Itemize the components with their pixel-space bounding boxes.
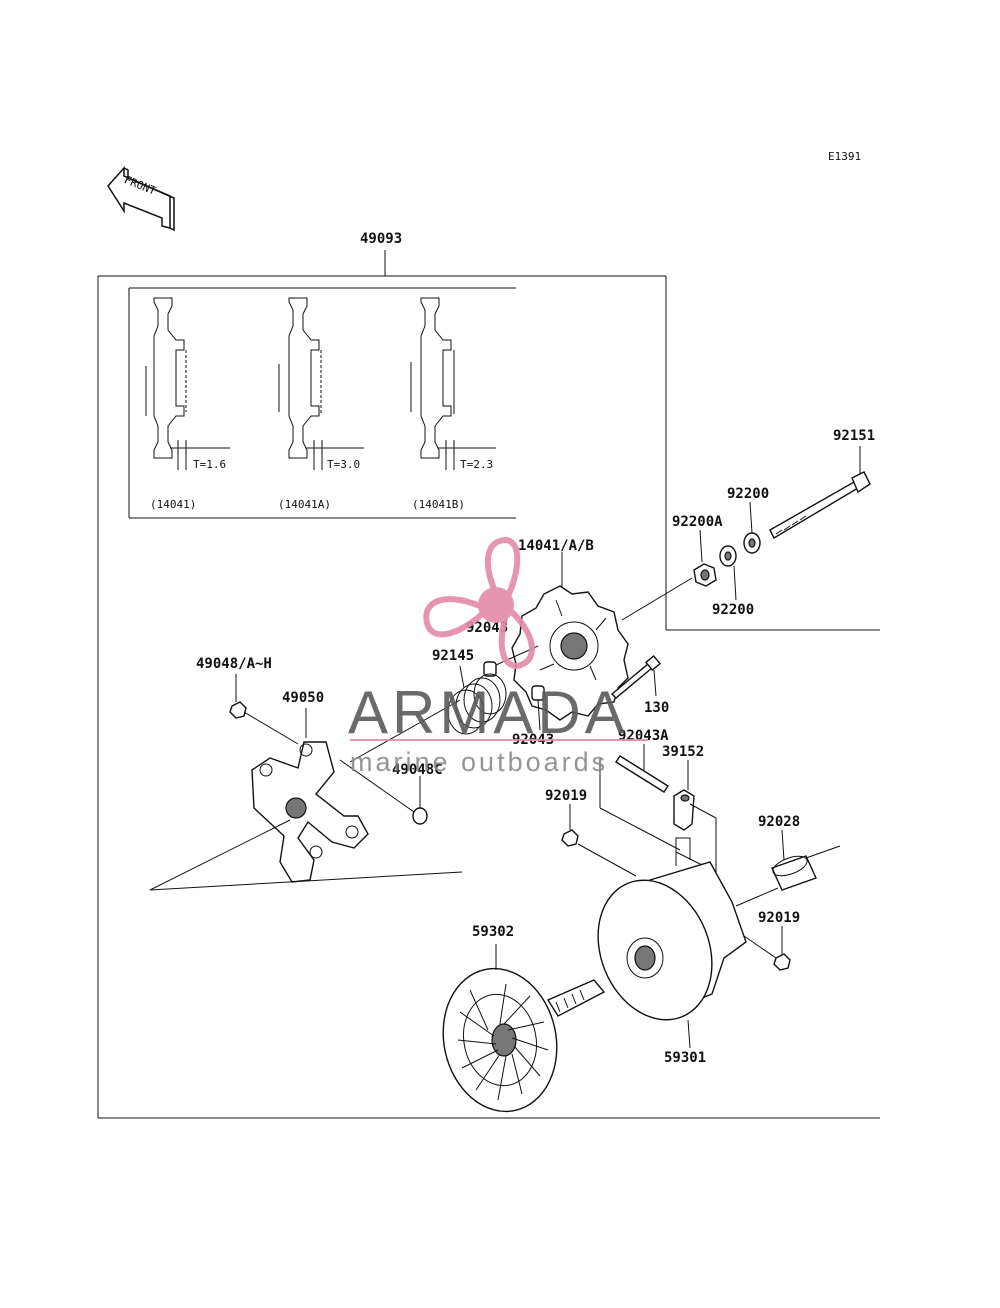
part-label: 92151	[833, 428, 875, 444]
front-arrow-icon: FRONT	[107, 166, 175, 232]
part-label: 92019	[758, 910, 800, 926]
nut-92019	[773, 953, 791, 971]
part-label: 59302	[472, 924, 514, 940]
bolt-92151	[769, 446, 871, 539]
shim-part-number: (14041)	[150, 498, 196, 511]
weight-49048C	[412, 807, 428, 825]
assembly-frame	[97, 275, 880, 1119]
shim-thickness: T=1.6	[193, 458, 226, 471]
part-label: 92200	[727, 486, 769, 502]
bolt-130	[610, 654, 662, 699]
part-label: 130	[644, 700, 669, 716]
part-label: 49048C	[392, 762, 443, 778]
part-label: 92200A	[672, 514, 723, 530]
nut-92200A	[693, 563, 717, 587]
propeller-logo-icon	[423, 536, 535, 670]
part-label: 39152	[662, 744, 704, 760]
sheave-59302	[442, 967, 606, 1113]
bushing-39152	[673, 789, 695, 831]
diagram-code: E1391	[828, 150, 861, 163]
shim-part-number: (14041B)	[412, 498, 465, 511]
watermark-brand: ARMADA	[348, 679, 629, 746]
shim-part-number: (14041A)	[278, 498, 331, 511]
assembly-label: 49093	[360, 231, 402, 247]
sleeve-92028	[771, 855, 817, 891]
weight-49048	[229, 701, 247, 719]
shim-thickness: T=2.3	[460, 458, 493, 471]
part-label: 14041/A/B	[518, 538, 594, 554]
pin-92043	[483, 661, 497, 677]
shim-inset: T=1.6 (14041) T=3.0 (14041A) T=2.3 (1404…	[128, 287, 516, 519]
shim-profile	[278, 297, 364, 470]
part-label: 59301	[664, 1050, 706, 1066]
part-label: 92028	[758, 814, 800, 830]
spider-49050	[251, 741, 369, 883]
spring-92145	[447, 673, 507, 735]
part-label: 92145	[432, 648, 474, 664]
part-label: 92019	[545, 788, 587, 804]
shim-profile	[410, 297, 496, 470]
part-label: 49050	[282, 690, 324, 706]
sheave-59301	[597, 837, 747, 1021]
nut-92019	[561, 829, 579, 847]
part-label: 92043	[466, 620, 508, 636]
watermark-tagline: marine outboards	[350, 747, 608, 777]
shim-profile	[145, 297, 230, 470]
part-label: 92200	[712, 602, 754, 618]
armada-watermark: ARMADA marine outboards	[348, 536, 648, 777]
shim-thickness: T=3.0	[327, 458, 360, 471]
part-label: 49048/A~H	[196, 656, 272, 672]
pin-92043A	[615, 755, 669, 793]
